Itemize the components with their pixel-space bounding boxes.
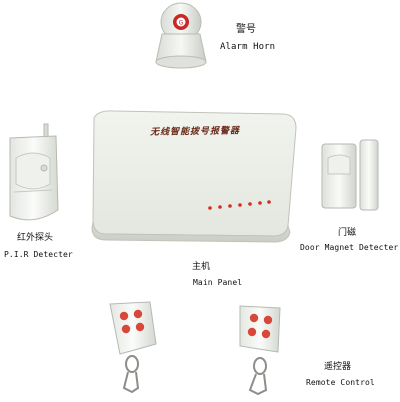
- main-panel-label-en: Main Panel: [193, 278, 243, 287]
- panel-led-row: [206, 196, 276, 212]
- remote-label-cn: 遥控器: [324, 362, 352, 372]
- main-panel-title: 无线智能拨号报警器: [149, 126, 241, 138]
- door-detector-device: [318, 134, 384, 214]
- door-detector-label-en: Door Magnet Detecter: [300, 243, 399, 252]
- alarm-horn-label-en: Alarm Horn: [220, 42, 276, 52]
- svg-text:G: G: [179, 20, 184, 27]
- pir-detector-device: [4, 122, 62, 232]
- door-detector-label-cn: 门磁: [338, 228, 357, 238]
- remote-control-1: [104, 296, 162, 396]
- remote-control-2: [232, 298, 290, 398]
- pir-label-en: P.I.R Detecter: [4, 250, 73, 259]
- remote-label-en: Remote Control: [306, 378, 375, 387]
- alarm-horn-device: G: [148, 2, 214, 72]
- main-panel-device: [84, 108, 300, 244]
- pir-label-cn: 红外探头: [17, 233, 54, 243]
- main-panel-label-cn: 主机: [192, 262, 211, 272]
- alarm-horn-label-cn: 警号: [236, 24, 256, 35]
